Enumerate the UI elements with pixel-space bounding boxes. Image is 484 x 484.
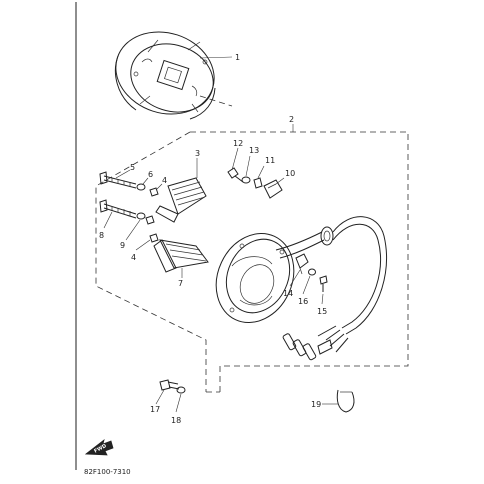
drawing-code: 82F100-7310 [84, 468, 131, 476]
callout-14: 14 [283, 289, 293, 298]
lower-coil [153, 239, 209, 278]
callout-15: 15 [317, 307, 327, 316]
callout-6: 6 [148, 170, 153, 179]
callout-4-lower: 4 [131, 253, 136, 262]
forward-direction-arrow: FWD [84, 438, 114, 456]
stator-base-plate [215, 226, 334, 324]
callout-7: 7 [178, 279, 183, 288]
callout-3: 3 [195, 149, 200, 158]
bolt-and-washer-17-18 [155, 379, 186, 413]
screws-5-8 [99, 169, 137, 229]
callout-10: 10 [285, 169, 295, 178]
callout-19: 19 [311, 400, 321, 409]
direction-label: FWD [93, 443, 107, 454]
callout-9: 9 [120, 241, 125, 250]
callout-2: 2 [289, 115, 294, 124]
callout-4-upper: 4 [162, 176, 167, 185]
washers-nuts-4-6-9 [125, 177, 163, 251]
stator-assembly-outline [95, 131, 409, 393]
callout-18: 18 [171, 416, 181, 425]
wire-harness [282, 216, 387, 361]
callout-11: 11 [265, 156, 275, 165]
callout-16: 16 [298, 297, 308, 306]
flywheel-rotor [115, 31, 233, 120]
upper-coil [155, 158, 207, 223]
wire-clamp-19 [322, 389, 355, 413]
callout-12: 12 [233, 139, 243, 148]
callout-8: 8 [99, 231, 104, 240]
callout-17: 17 [150, 405, 160, 414]
callout-13: 13 [249, 146, 259, 155]
upper-right-small-parts [227, 147, 285, 199]
lower-right-small-parts [289, 253, 328, 305]
callout-5: 5 [130, 163, 135, 172]
callout-labels: 1 2 3 4 4 5 6 7 8 9 10 11 12 13 14 15 16… [99, 53, 327, 425]
callout-1: 1 [235, 53, 240, 62]
